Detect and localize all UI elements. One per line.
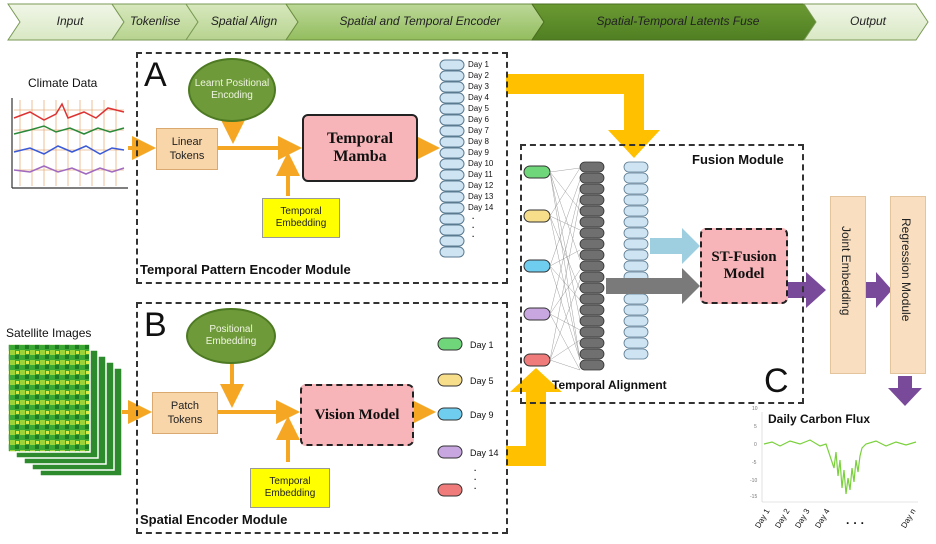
pipeline-bar [7,3,929,41]
stage-input-label: Input [56,14,84,28]
st-fusion-model-box: ST-Fusion Model [700,228,788,304]
day-label: Day 6 [468,115,489,124]
purple-arrow-3 [888,376,922,406]
day-label: Day 1 [468,60,489,69]
spatial-token-day9 [437,407,463,421]
day-label: Day 5 [468,104,489,113]
stage-spatial-align-label: Spatial Align [210,14,278,28]
day-label: Day 8 [468,137,489,146]
fusion-module-frame [520,144,804,404]
day-label: Day 9 [468,148,489,157]
temporal-embedding-b: Temporal Embedding [250,468,330,508]
module-a-letter: A [144,56,167,94]
satellite-image-stack [7,343,123,477]
spatial-token-day1 [437,337,463,351]
vision-model-box: Vision Model [300,384,414,446]
flux-y-tick: 0 [754,442,757,448]
spatial-day-label: Day 1 [470,340,494,350]
carbon-flux-chart [761,412,918,503]
flux-y-tick: -5 [752,460,757,466]
gold-arrow-spatial [506,368,562,466]
aligned-token-column [579,161,605,371]
fusion-module-title: Fusion Module [692,152,784,167]
spatial-day-label: Day 14 [470,448,499,458]
day-label: Day 11 [468,170,493,179]
patch-tokens-box: Patch Tokens [152,392,218,434]
day-label: Day 13 [468,192,494,201]
temporal-embedding-a: Temporal Embedding [262,198,340,238]
temporal-module-title: Temporal Pattern Encoder Module [140,262,351,277]
day-label: Day 10 [468,159,494,168]
satellite-images-label: Satellite Images [6,326,92,340]
flux-x-ellipsis: · · · [846,516,865,530]
spatial-day-label: Day 5 [470,376,494,386]
gray-arrow [606,268,700,304]
purple-arrow-1 [788,272,826,308]
purple-arrow-2 [866,272,892,308]
climate-data-label: Climate Data [28,76,98,90]
stage-encoder-label: Spatial and Temporal Encoder [339,14,501,28]
temporal-mamba-box: Temporal Mamba [302,114,418,182]
day-label: Day 3 [468,82,489,91]
day-label: Day 12 [468,181,494,190]
spatial-module-frame [136,302,508,534]
temporal-alignment-label: Temporal Alignment [552,378,667,392]
learnt-positional-encoding: Learnt Positional Encoding [188,58,276,122]
spatial-day-ellipsis: · · · [474,466,477,493]
spatial-token-day5 [437,373,463,387]
climate-data-chart [11,98,128,189]
stage-output-label: Output [849,14,887,28]
alignment-lines [549,167,581,371]
day-ellipsis: · · · [472,214,475,241]
temporal-token-column [439,59,465,258]
gold-arrow-temporal [506,74,660,158]
flux-y-tick: 5 [754,424,757,430]
spatial-token-day14 [437,445,463,459]
module-c-letter: C [764,362,789,400]
carbon-flux-title: Daily Carbon Flux [768,412,871,426]
linear-tokens-box: Linear Tokens [156,128,218,170]
regression-module-label: Regression Module [899,218,913,322]
joint-embedding-box [830,196,866,374]
day-label: Day 14 [468,203,494,212]
stage-fuse-label: Spatial-Temporal Latents Fuse [596,14,760,28]
temporal-module-frame [136,52,508,284]
day-label: Day 2 [468,71,489,80]
day-label: Day 7 [468,126,489,135]
flux-y-tick: -15 [750,494,758,500]
day-label: Day 4 [468,93,489,102]
flux-y-tick: 10 [752,406,758,412]
joint-embedding-label: Joint Embedding [839,226,853,316]
regression-module-box [890,196,926,374]
stage-tokenlise-label: Tokenlise [129,14,181,28]
stage-output-shape [803,3,929,41]
spatial-token-last [437,483,463,497]
spatial-day-label: Day 9 [470,410,494,420]
flux-y-tick: -10 [750,478,758,484]
lightblue-arrow [650,228,700,264]
module-b-letter: B [144,306,167,344]
spatial-module-title: Spatial Encoder Module [140,512,288,527]
positional-embedding: Positional Embedding [186,308,276,364]
